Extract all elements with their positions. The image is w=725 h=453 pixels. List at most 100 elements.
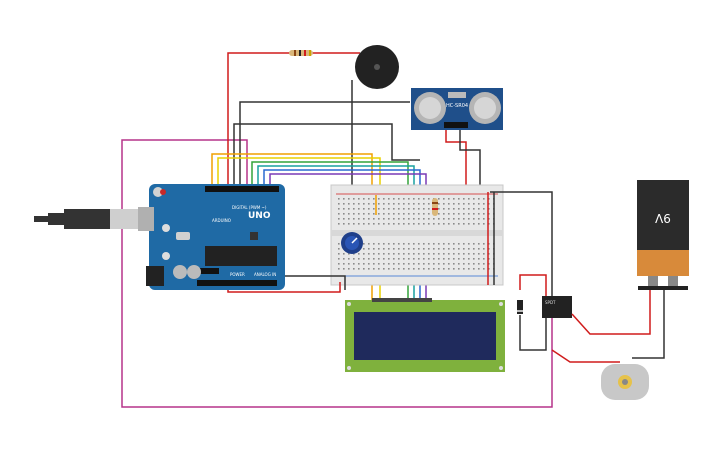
breadboard-hole [368,208,370,210]
breadboard-hole [433,263,435,265]
breadboard-hole [463,243,465,245]
breadboard-hole [378,268,380,270]
breadboard-hole [338,248,340,250]
breadboard-hole [468,218,470,220]
arduino-analog-label: ANALOG IN [254,272,276,277]
lcd-display[interactable] [345,298,505,372]
breadboard-hole [423,253,425,255]
ultrasonic-sensor[interactable]: HC-SR04 [411,88,503,130]
breadboard-hole [373,213,375,215]
breadboard-hole [473,203,475,205]
breadboard-hole [378,263,380,265]
usb-cable[interactable] [34,207,154,231]
breadboard-hole [383,198,385,200]
breadboard-hole [478,263,480,265]
breadboard-hole [468,223,470,225]
breadboard-hole [478,248,480,250]
breadboard-hole [393,243,395,245]
wire-red-top[interactable] [227,52,290,188]
breadboard-hole [398,208,400,210]
breadboard-hole [438,263,440,265]
breadboard-hole [433,248,435,250]
wire-sensor-red[interactable] [445,128,467,192]
breadboard-hole [378,198,380,200]
breadboard-hole [488,268,490,270]
breadboard-hole [458,218,460,220]
breadboard-hole [458,198,460,200]
breadboard-hole [473,243,475,245]
potentiometer[interactable] [341,232,363,254]
breadboard-hole [343,218,345,220]
breadboard-hole [383,218,385,220]
wire-black-1[interactable] [239,101,410,188]
breadboard-hole [338,223,340,225]
dc-motor[interactable] [601,364,649,400]
breadboard-hole [358,218,360,220]
breadboard-hole [383,223,385,225]
breadboard-hole [393,203,395,205]
wire-sensor-black[interactable] [459,128,481,192]
breadboard-hole [423,248,425,250]
breadboard-hole [458,258,460,260]
relay[interactable]: SPDT [542,296,572,318]
breadboard-hole [383,213,385,215]
breadboard-hole [398,223,400,225]
breadboard-hole [373,223,375,225]
battery-9v[interactable]: 9V [637,180,689,290]
breadboard-hole [378,208,380,210]
breadboard-hole [428,218,430,220]
wire-magenta-loop[interactable] [121,139,553,408]
breadboard-hole [488,218,490,220]
diode[interactable] [517,300,523,314]
buzzer[interactable] [355,45,399,89]
breadboard-hole [453,198,455,200]
breadboard-hole [443,213,445,215]
breadboard-hole [343,253,345,255]
resistor-top[interactable] [289,50,313,56]
wire-motor-red[interactable] [551,349,620,363]
breadboard-hole [398,248,400,250]
breadboard-hole [393,213,395,215]
breadboard-hole [348,263,350,265]
breadboard-hole [393,198,395,200]
breadboard-hole [448,248,450,250]
breadboard-hole [438,243,440,245]
breadboard-hole [443,253,445,255]
breadboard-hole [408,263,410,265]
wire-battery-black[interactable] [632,290,665,359]
breadboard-hole [363,213,365,215]
breadboard-hole [443,208,445,210]
breadboard-hole [388,258,390,260]
breadboard-hole [413,208,415,210]
breadboard-hole [478,208,480,210]
arduino-power-label: POWER [230,272,245,277]
breadboard-hole [383,243,385,245]
wire-arduino-black-bottom[interactable] [284,275,346,290]
breadboard-hole [398,213,400,215]
breadboard-hole [433,243,435,245]
breadboard-hole [473,258,475,260]
breadboard-hole [363,198,365,200]
wire-diode-black[interactable] [519,315,547,351]
resistor-breadboard[interactable] [432,198,438,216]
arduino-board[interactable]: UNO DIGITAL (PWM ~) ARDUINO POWER ANALOG… [149,184,285,290]
breadboard-hole [383,258,385,260]
breadboard-hole [443,223,445,225]
breadboard-hole [428,248,430,250]
wire-battery-red[interactable] [571,290,651,335]
breadboard-hole [443,203,445,205]
breadboard-hole [433,223,435,225]
wire-relay-black[interactable] [490,191,553,300]
breadboard-hole [453,218,455,220]
breadboard-hole [463,223,465,225]
breadboard-hole [398,203,400,205]
breadboard-hole [343,213,345,215]
breadboard-hole [363,223,365,225]
wire-relay-red-loop[interactable] [519,274,547,300]
wire-black-2[interactable] [233,123,420,188]
breadboard-hole [338,243,340,245]
breadboard-hole [418,248,420,250]
breadboard-hole [488,243,490,245]
breadboard-hole [343,258,345,260]
breadboard-hole [348,268,350,270]
